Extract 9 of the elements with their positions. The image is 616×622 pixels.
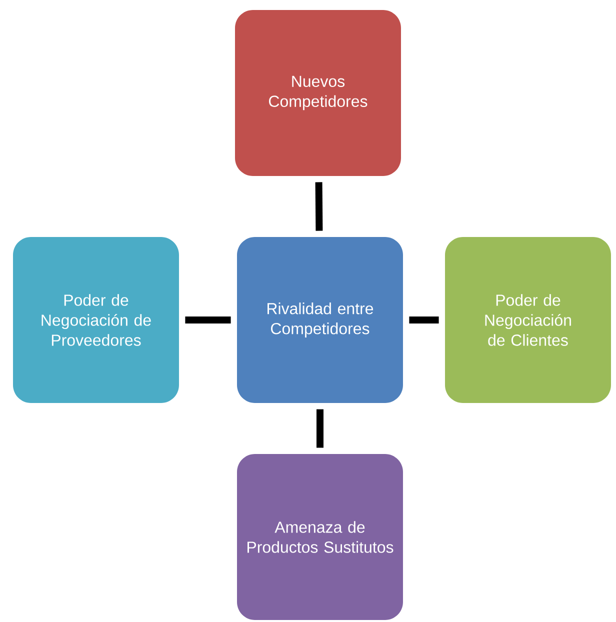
connector-line: [315, 182, 323, 231]
process-box: Amenaza de Productos Sustitutos: [237, 454, 403, 620]
connector-line: [316, 409, 324, 448]
connector-line: [409, 316, 439, 324]
process-box: Poder de Negociación de Clientes: [445, 237, 611, 403]
connector-line: [185, 316, 231, 324]
process-box: Rivalidad entre Competidores: [237, 237, 403, 403]
process-box: Poder de Negociación de Proveedores: [13, 237, 179, 403]
process-box: Nuevos Competidores: [235, 10, 401, 176]
